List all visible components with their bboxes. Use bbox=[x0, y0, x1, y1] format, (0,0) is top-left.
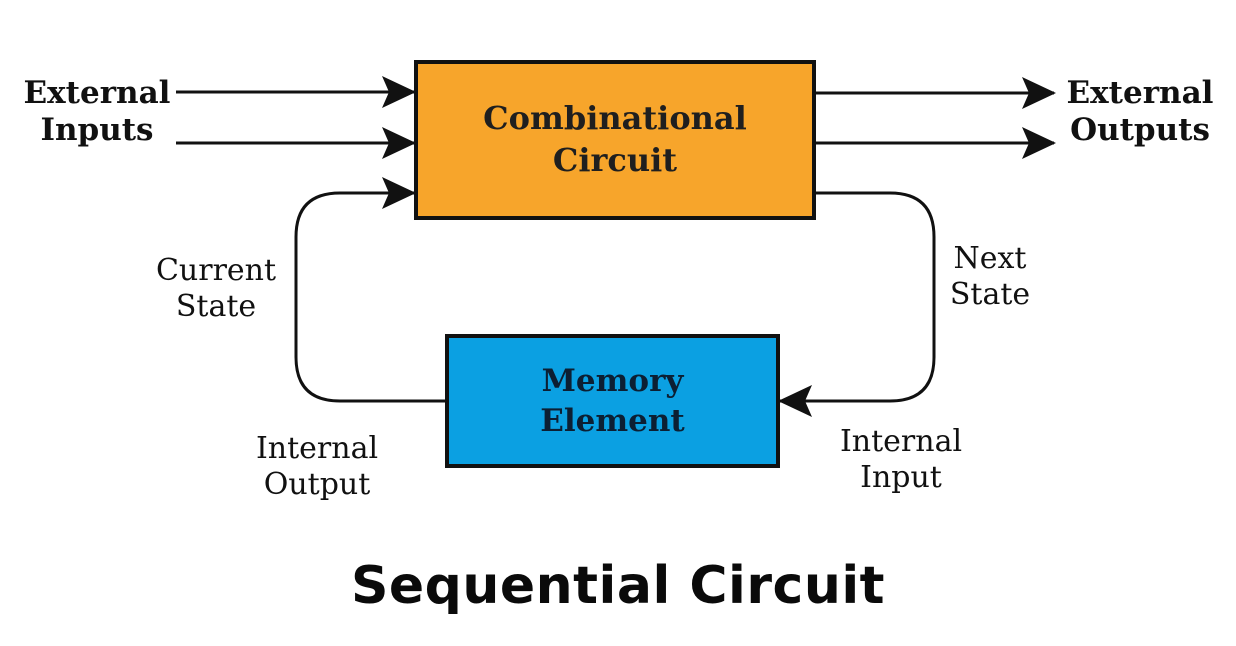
combinational-circuit-block bbox=[414, 60, 816, 220]
current-state-line1: Current bbox=[155, 253, 277, 288]
memory-element-label: Memory Element bbox=[447, 336, 778, 466]
current-state-label: Current State bbox=[144, 253, 288, 325]
next-state-feedback-arrow bbox=[778, 191, 936, 417]
current-state-line2: State bbox=[175, 289, 257, 324]
internal-input-line2: Input bbox=[860, 460, 942, 495]
current-state-feedback-arrow bbox=[294, 177, 447, 403]
internal-output-line1: Internal bbox=[255, 431, 379, 466]
next-state-label: Next State bbox=[940, 241, 1040, 313]
combinational-circuit-label: Combinational Circuit bbox=[416, 62, 814, 218]
internal-input-label: Internal Input bbox=[828, 424, 974, 496]
memory-line2: Element bbox=[540, 403, 685, 439]
combinational-line1: Combinational bbox=[483, 99, 747, 138]
combinational-line2: Circuit bbox=[552, 141, 678, 179]
memory-line1: Memory bbox=[541, 362, 684, 399]
external-inputs-label: External Inputs bbox=[18, 75, 176, 149]
external-outputs-line2: Outputs bbox=[1070, 112, 1210, 149]
memory-element-block bbox=[445, 334, 780, 468]
external-outputs-label: External Outputs bbox=[1062, 75, 1218, 149]
external-inputs-line1: External bbox=[23, 75, 171, 111]
external-outputs-line1: External bbox=[1066, 75, 1214, 111]
internal-output-line2: Output bbox=[263, 467, 371, 502]
diagram-title: Sequential Circuit bbox=[350, 556, 886, 616]
next-state-line2: State bbox=[949, 277, 1031, 312]
internal-input-line1: Internal bbox=[839, 424, 963, 459]
next-state-line1: Next bbox=[953, 241, 1027, 276]
internal-output-label: Internal Output bbox=[244, 431, 390, 503]
external-inputs-line2: Inputs bbox=[40, 112, 154, 149]
